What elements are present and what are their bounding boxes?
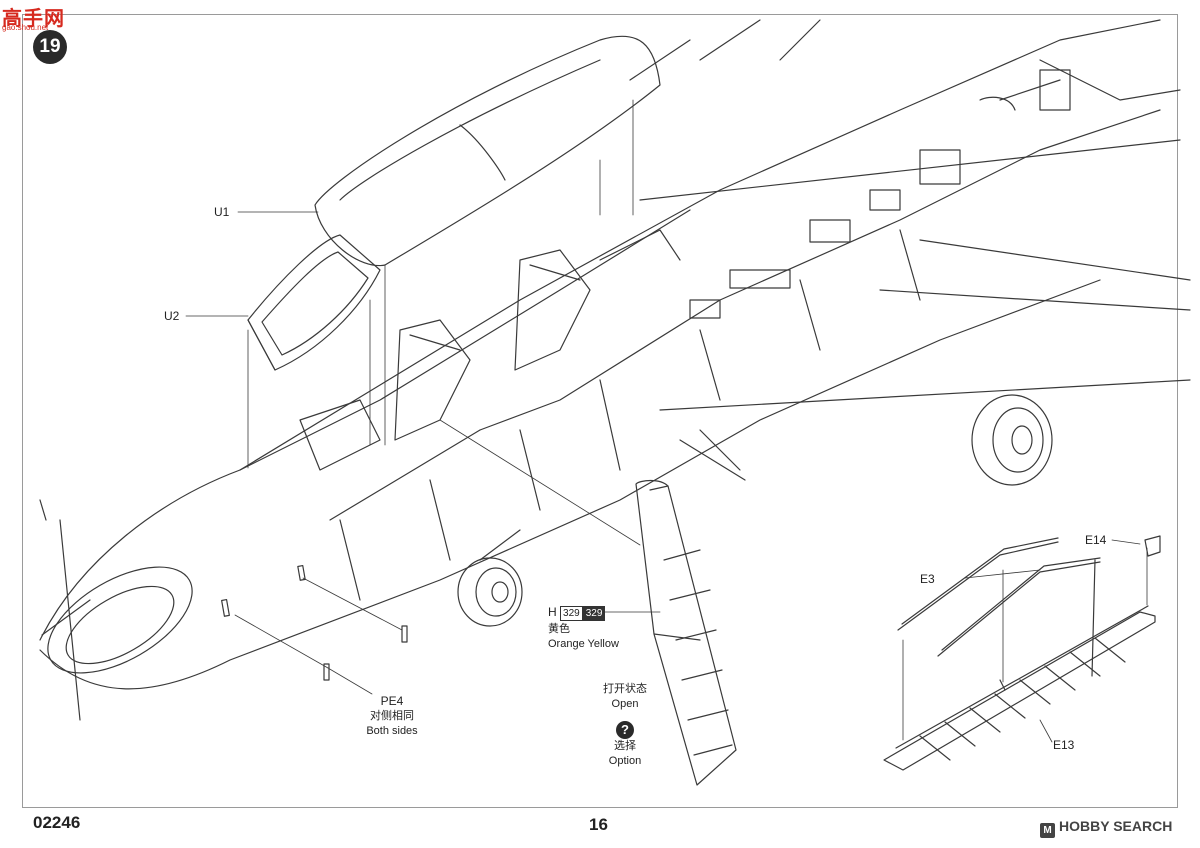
assembly-guide-lines (234, 99, 1148, 741)
site-logo-url: gao.shou.net (2, 23, 49, 32)
option-cn: 选择 (614, 740, 636, 752)
hobby-search-watermark: M HOBBY SEARCH (1040, 818, 1172, 838)
watermark-mark: M (1040, 823, 1055, 838)
kit-number: 02246 (33, 813, 81, 832)
part-label-e13: E13 (1053, 738, 1075, 752)
label-leader-lines (185, 211, 1141, 743)
paint-color-en: Orange Yellow (548, 638, 619, 650)
option-note: 选择 Option (585, 739, 665, 769)
pe4-parts-drawing (221, 564, 408, 681)
page-frame (22, 14, 1178, 808)
open-state-note: 打开状态 Open (585, 682, 665, 712)
open-state-cn: 打开状态 (603, 683, 647, 695)
ladder-option-drawing (883, 535, 1161, 771)
paint-code-light: 329 (560, 606, 583, 621)
windscreen-u2-drawing (247, 234, 381, 371)
part-label-pe4: PE4 (380, 694, 404, 708)
site-logo: 高手网 gao.shou.net (2, 2, 76, 32)
part-label-u1: U1 (214, 205, 230, 219)
option-en: Option (608, 755, 642, 767)
pe4-note-en: Both sides (366, 725, 418, 737)
open-state-en: Open (611, 698, 639, 710)
paint-letter: H (548, 605, 557, 619)
paint-color-cn: 黄色 (548, 623, 570, 635)
canopy-u1-drawing (314, 35, 661, 267)
landing-gear-drawing (457, 394, 1053, 627)
paint-code-dark: 329 (582, 606, 606, 621)
cockpit-seats-drawing (299, 229, 681, 471)
site-logo-text: 高手网 (2, 8, 65, 30)
ladder-open-drawing (635, 479, 737, 786)
option-question-icon: ? (616, 721, 634, 739)
fuselage-drawing (39, 19, 1191, 690)
nose-intake-drawing (39, 499, 193, 721)
part-label-e14: E14 (1085, 533, 1107, 547)
part-label-pe4-group: PE4 对侧相同 Both sides (352, 694, 432, 739)
step-number-badge: 19 (33, 30, 67, 64)
part-label-e3: E3 (920, 572, 935, 586)
watermark-text: HOBBY SEARCH (1059, 818, 1173, 834)
part-label-u2: U2 (164, 309, 180, 323)
pe4-note-cn: 对侧相同 (370, 710, 414, 722)
page-number: 16 (589, 815, 608, 834)
